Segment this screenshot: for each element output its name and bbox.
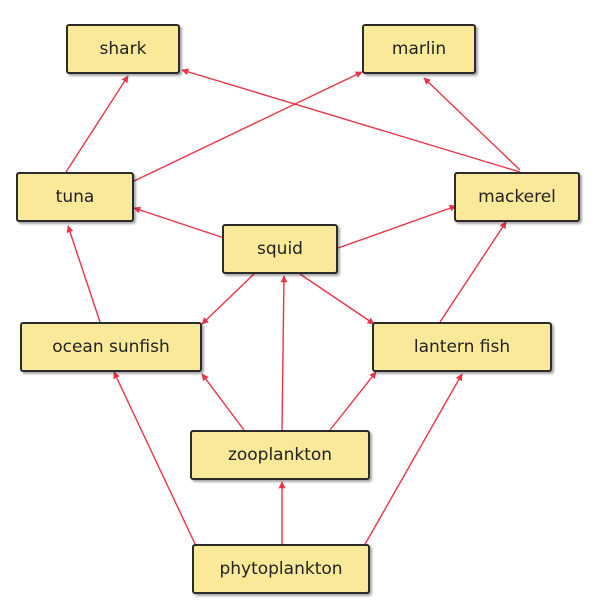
node-phytoplankton: phytoplankton [192,544,370,594]
arrow-zooplankton-to-ocean-sunfish [201,373,245,431]
arrow-tuna-to-marlin [131,71,363,183]
arrow-phytoplankton-to-lantern-fish [363,373,463,547]
node-mackerel: mackerel [454,172,580,222]
node-squid: squid [222,224,338,274]
arrow-phytoplankton-to-ocean-sunfish [113,371,197,547]
node-shark: shark [66,24,180,74]
arrow-squid-to-ocean-sunfish [201,273,255,325]
arrow-zooplankton-to-squid [280,275,288,431]
node-zooplankton: zooplankton [190,430,370,480]
arrow-ocean-sunfish-to-tuna [66,225,101,323]
arrow-mackerel-to-marlin [423,77,521,171]
node-marlin: marlin [362,24,476,74]
arrow-tuna-to-shark [65,75,129,173]
node-lantern-fish: lantern fish [372,322,552,372]
node-ocean-sunfish: ocean sunfish [20,322,202,372]
arrow-squid-to-tuna [133,206,225,239]
arrow-squid-to-lantern-fish [299,273,375,325]
arrow-mackerel-to-shark [181,68,521,173]
arrow-lantern-fish-to-mackerel [439,221,507,323]
arrow-squid-to-mackerel [337,204,457,249]
node-tuna: tuna [16,172,134,222]
arrow-zooplankton-to-lantern-fish [329,371,377,431]
